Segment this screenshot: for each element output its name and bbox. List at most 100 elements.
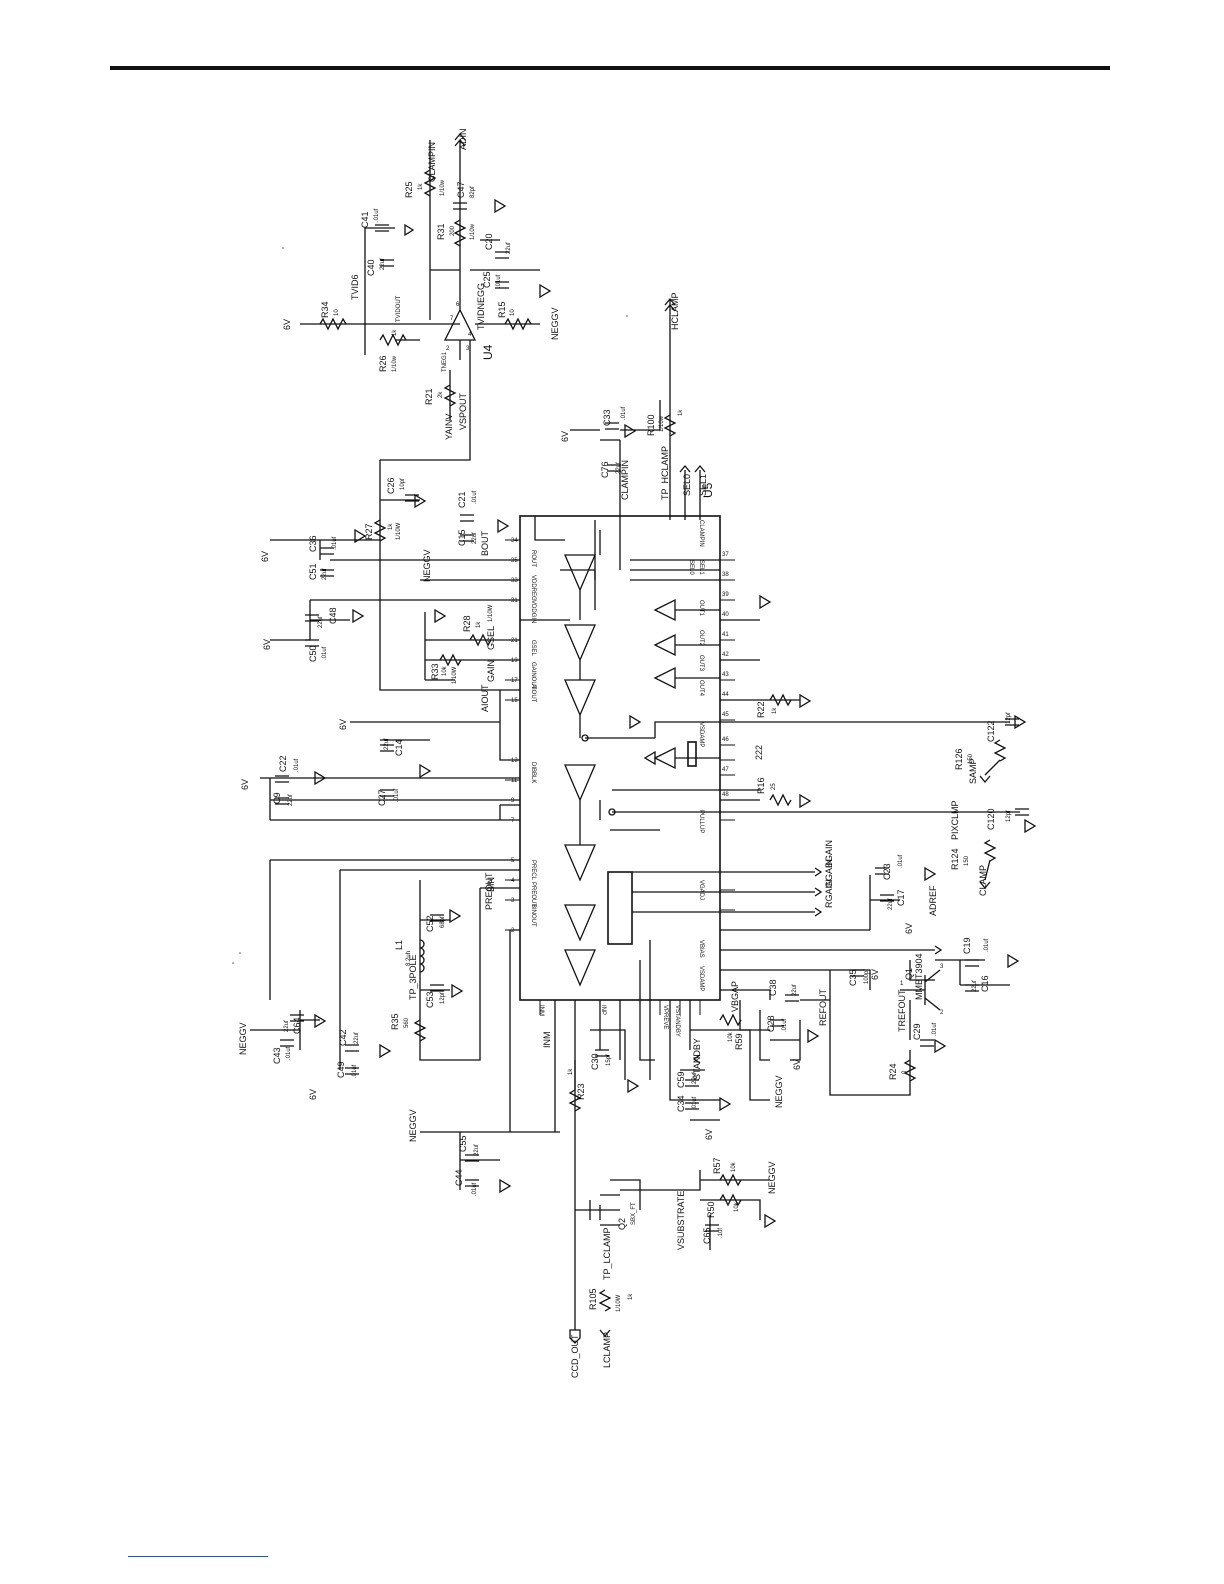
svg-text:C19: C19 [962, 937, 972, 954]
svg-text:6V: 6V [870, 969, 880, 980]
svg-text:C40: C40 [366, 259, 376, 276]
component-labels: R25 1k 1/10w R31 200 1/10w R34 10 R26 1/… [272, 179, 1012, 1312]
svg-text:C41: C41 [360, 211, 370, 228]
svg-text:150: 150 [964, 855, 970, 866]
svg-text:6V: 6V [704, 1129, 714, 1140]
svg-text:TVIDOUT: TVIDOUT [396, 295, 402, 322]
svg-text:1/10W: 1/10W [396, 522, 402, 540]
svg-text:6: 6 [456, 302, 460, 308]
svg-text:.01uf: .01uf [322, 646, 328, 660]
svg-text:TP_HCLAMP: TP_HCLAMP [660, 446, 670, 500]
svg-text:TNEG1: TNEG1 [442, 351, 448, 372]
svg-text:R124: R124 [950, 848, 960, 870]
transistor-q2: Q2 SBX_FT [589, 1194, 637, 1230]
svg-text:1k: 1k [418, 183, 424, 190]
svg-text:4: 4 [468, 332, 472, 338]
svg-text:2: 2 [940, 1010, 944, 1016]
svg-text:BGAIN: BGAIN [824, 840, 834, 868]
svg-text:AIOUT: AIOUT [530, 684, 536, 703]
r35 [413, 1019, 427, 1042]
amp-pre1 [564, 844, 596, 882]
svg-text:22uf: 22uf [474, 1144, 480, 1156]
svg-text:22uf: 22uf [472, 532, 478, 544]
svg-text:31: 31 [511, 598, 518, 604]
svg-text:BIN: BIN [486, 877, 496, 892]
capacitors [275, 202, 1029, 1232]
svg-text:SEL0: SEL0 [688, 560, 694, 575]
svg-text:VDDGIN: VDDGIN [530, 600, 536, 623]
svg-text:C26: C26 [386, 477, 396, 494]
svg-text:68pf: 68pf [440, 916, 446, 928]
r22 [769, 693, 792, 707]
svg-text:1k: 1k [388, 523, 394, 530]
svg-text:R50: R50 [706, 1201, 716, 1218]
svg-text:10: 10 [334, 309, 340, 316]
svg-text:.01uf: .01uf [932, 1022, 938, 1036]
svg-text:C44: C44 [454, 1169, 464, 1186]
svg-text:15pf: 15pf [606, 1054, 612, 1066]
svg-text:OUT3: OUT3 [698, 655, 704, 672]
svg-text:1/10w: 1/10w [470, 223, 476, 240]
svg-text:0: 0 [902, 1070, 908, 1074]
svg-text:C64: C64 [292, 1017, 302, 1034]
u5-internal-amplifiers [564, 554, 616, 987]
r126 [984, 739, 1007, 776]
svg-text:R26: R26 [378, 355, 388, 372]
svg-text:1/10w: 1/10w [659, 415, 665, 432]
svg-text:C36: C36 [308, 535, 318, 552]
svg-text:37: 37 [722, 552, 729, 558]
svg-text:43: 43 [722, 672, 729, 678]
svg-text:.1uf: .1uf [718, 1228, 724, 1238]
svg-text:R24: R24 [888, 1063, 898, 1080]
svg-text:C27: C27 [377, 789, 387, 806]
svg-text:INM: INM [538, 1005, 544, 1016]
svg-text:22uf: 22uf [692, 1072, 698, 1084]
svg-text:.01uf: .01uf [472, 490, 478, 504]
adref-arrow [934, 945, 943, 955]
u5-right-pin-names: CLAMPIN SEL0 SEL1 OUT1 OUT2 OUT3 OUT4 VS… [688, 520, 704, 991]
svg-text:Q1: Q1 [904, 968, 914, 980]
u4-pin-numbers: 3 2 4 6 7 [446, 302, 472, 352]
svg-text:39: 39 [722, 592, 729, 598]
u5-top-pin-names: ROUT VDDREG VDDGIN GSEL GAINOUT AIOUT DI… [530, 550, 536, 927]
svg-text:C23: C23 [882, 863, 892, 880]
svg-text:2: 2 [446, 346, 450, 352]
svg-text:C35: C35 [848, 969, 858, 986]
svg-text:1/10w: 1/10w [440, 179, 446, 196]
svg-text:6V: 6V [240, 779, 250, 790]
svg-text:R35: R35 [390, 1013, 400, 1030]
svg-text:9: 9 [511, 798, 515, 804]
svg-text:22uf: 22uf [384, 738, 390, 750]
svg-text:C15: C15 [457, 529, 467, 546]
svg-text:C52: C52 [425, 915, 435, 932]
svg-text:6V: 6V [338, 719, 348, 730]
svg-text:10k: 10k [728, 1031, 734, 1042]
svg-text:R126: R126 [954, 748, 964, 770]
svg-text:1/10W: 1/10W [616, 1294, 622, 1312]
svg-text:44: 44 [722, 692, 729, 698]
svg-text:22uf: 22uf [506, 242, 512, 254]
svg-text:C59: C59 [676, 1071, 686, 1088]
r16 [769, 793, 792, 807]
svg-text:C20: C20 [484, 233, 494, 250]
svg-text:RGAIN: RGAIN [824, 879, 834, 908]
svg-text:.01uf: .01uf [621, 406, 627, 420]
svg-text:6V: 6V [282, 319, 292, 330]
r100 [663, 414, 677, 437]
svg-text:6V: 6V [260, 551, 270, 562]
svg-text:C28: C28 [766, 1015, 776, 1032]
svg-text:CLAMP: CLAMP [978, 865, 988, 896]
svg-text:6V: 6V [904, 923, 914, 934]
svg-text:200: 200 [450, 225, 456, 236]
svg-text:SEL0: SEL0 [682, 474, 692, 496]
svg-text:VPREVE: VPREVE [662, 1005, 668, 1029]
svg-text:C21: C21 [457, 491, 467, 508]
svg-text:1/10W: 1/10W [452, 666, 458, 684]
svg-text:TP_3POLE: TP_3POLE [408, 954, 418, 1000]
amp-aiout [564, 679, 596, 717]
svg-text:C65: C65 [702, 1227, 712, 1244]
svg-text:C38: C38 [768, 979, 778, 996]
svg-text:SBX_FT: SBX_FT [631, 1202, 637, 1225]
svg-text:6V: 6V [560, 431, 570, 442]
svg-text:CLAMPIN: CLAMPIN [620, 460, 630, 500]
